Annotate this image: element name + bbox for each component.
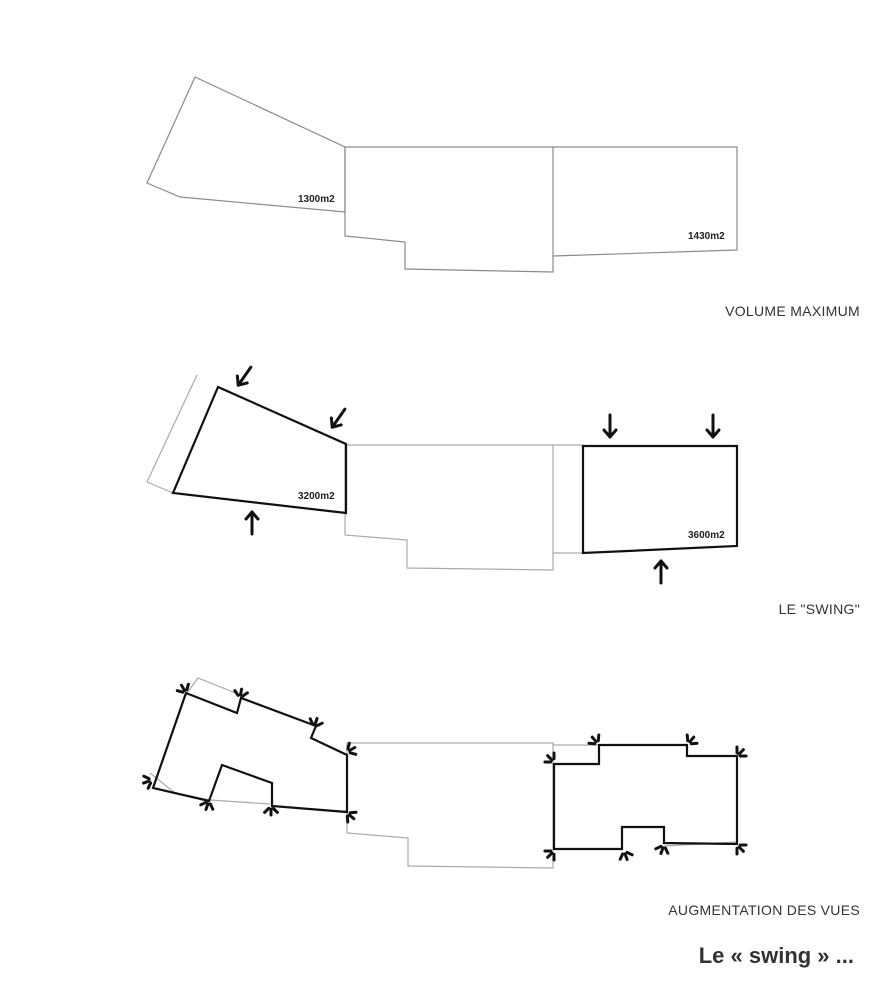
view-rays-icon: [653, 843, 671, 858]
arrow-down-left-icon: [231, 362, 258, 391]
left-volume-reference-outline: [146, 374, 198, 494]
right-stepped-volume: [552, 743, 739, 851]
view-rays-icon: [541, 846, 559, 864]
arrow-down-left-icon: [325, 404, 352, 433]
right-volume-reference-outline: [553, 744, 738, 850]
arrow-down-icon: [602, 413, 618, 439]
view-rays-icon: [174, 680, 192, 696]
view-rays-icon: [232, 686, 250, 699]
left-volume-outline: [146, 76, 346, 213]
arrow-down-icon: [705, 413, 721, 439]
view-rays-icon: [139, 773, 154, 791]
left-volume-reference-outline: [186, 677, 239, 695]
caption-le-swing: LE "SWING": [778, 601, 860, 617]
diagram-swing: 3200m2 3600m2: [146, 362, 739, 585]
view-rays-icon: [307, 714, 325, 729]
arrow-up-icon: [653, 559, 669, 585]
center-volume-outline: [344, 444, 554, 571]
center-volume-outline: [346, 742, 554, 869]
view-rays-icon: [263, 806, 279, 817]
caption-augmentation-des-vues: AUGMENTATION DES VUES: [668, 902, 860, 918]
right-volume-outline: [552, 146, 738, 257]
view-rays-icon: [617, 849, 635, 864]
view-rays-icon: [541, 749, 559, 767]
center-volume-outline: [344, 146, 554, 273]
view-rays-icon: [198, 799, 216, 814]
arrow-up-icon: [244, 510, 260, 536]
area-label-right: 3600m2: [688, 530, 725, 541]
page-title: Le « swing » ...: [698, 943, 854, 968]
area-label-right: 1430m2: [688, 231, 725, 242]
right-swing-volume: [581, 444, 739, 555]
caption-volume-maximum: VOLUME MAXIMUM: [725, 303, 860, 319]
area-label-left: 3200m2: [298, 491, 335, 502]
diagram-volume-maximum: 1300m2 1430m2: [146, 76, 738, 273]
left-stepped-volume: [151, 691, 349, 814]
left-swing-volume: [171, 385, 348, 515]
area-label-left: 1300m2: [298, 194, 335, 205]
right-volume-reference-outline: [553, 444, 583, 554]
diagram-augmentation-des-vues: [139, 677, 750, 869]
